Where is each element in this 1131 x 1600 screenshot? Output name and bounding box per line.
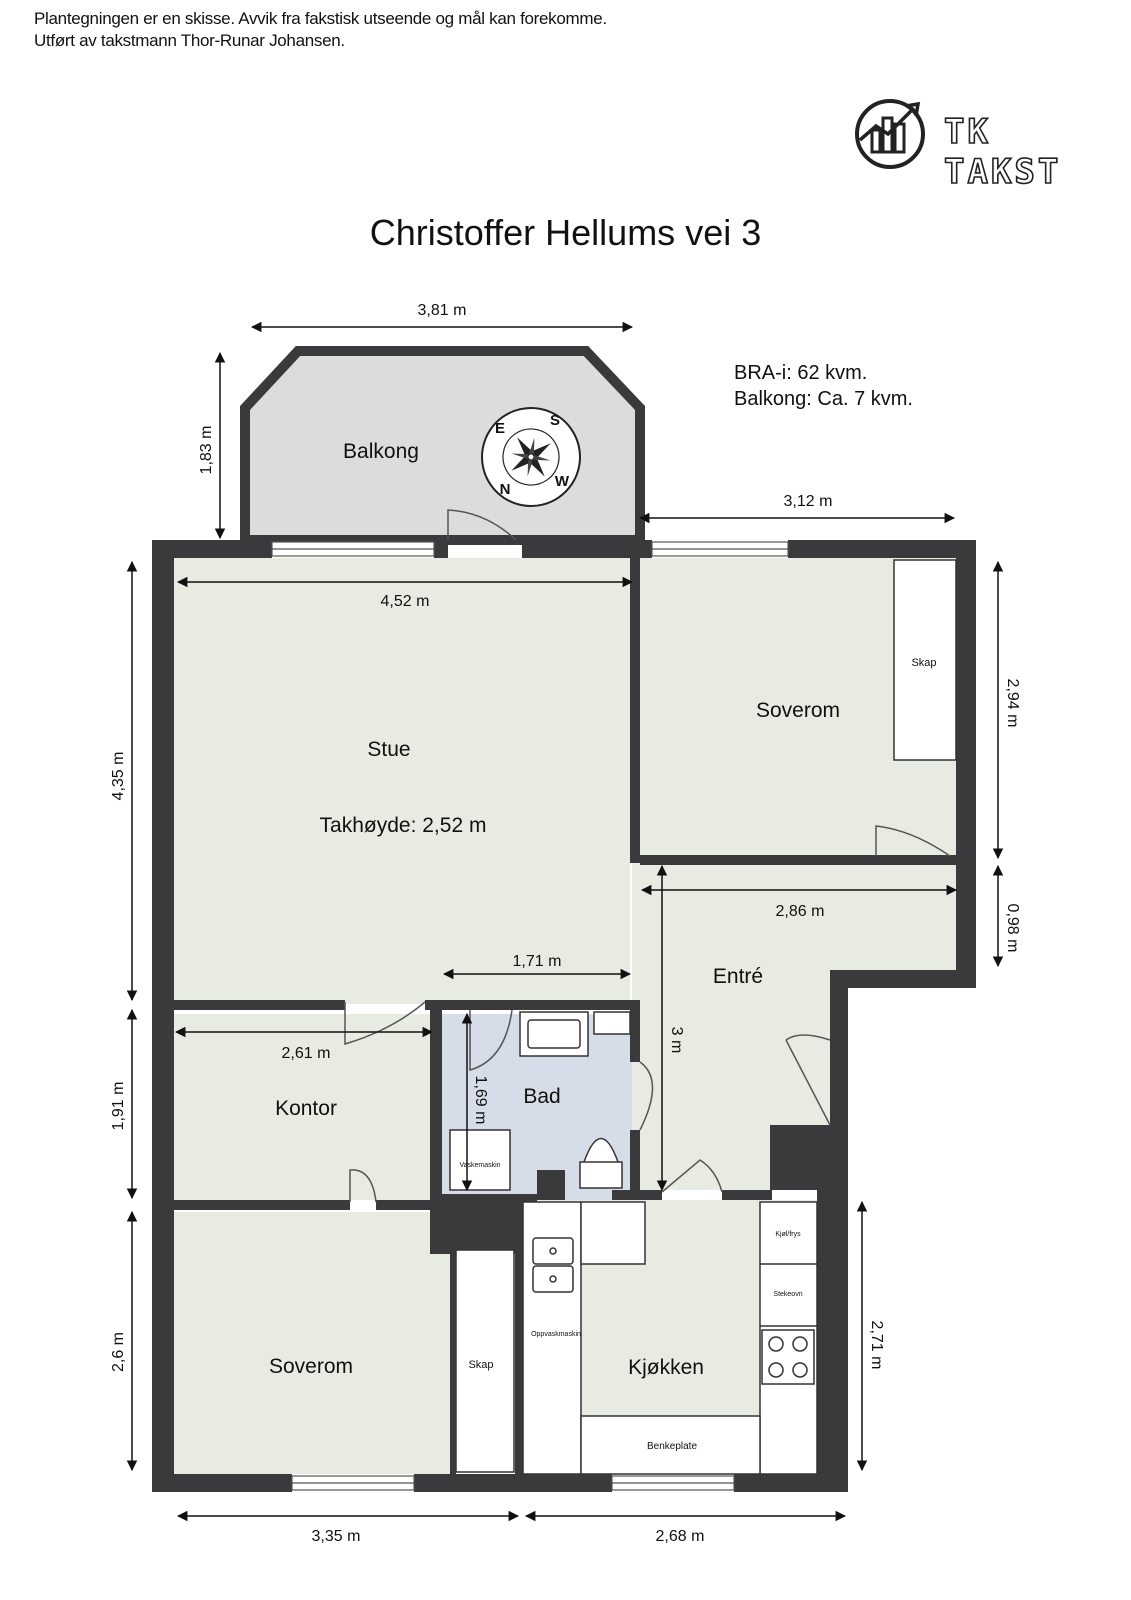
label-skap-top: Skap <box>911 657 936 669</box>
walls <box>152 540 976 1492</box>
label-oppvaskmaskin: Oppvaskmaskin <box>531 1331 581 1338</box>
floors <box>170 558 956 1474</box>
dim-entre-width: 2,86 m <box>776 903 825 920</box>
compass-w: W <box>555 473 570 490</box>
room-takhoyde: Takhøyde: 2,52 m <box>320 814 487 837</box>
wardrobe-bottom <box>455 1249 515 1473</box>
dim-kontor-width: 2,61 m <box>282 1045 331 1062</box>
room-kjokken: Kjøkken <box>628 1356 704 1379</box>
page-title: Christoffer Hellums vei 3 <box>369 212 762 253</box>
dim-bottom-right-width: 2,68 m <box>656 1528 705 1545</box>
fixture-labels: Skap Vaskemaskin Skap Kjøl/frys Stekeovn… <box>459 657 936 1452</box>
room-kontor: Kontor <box>275 1097 337 1120</box>
label-benkeplate: Benkeplate <box>647 1441 697 1452</box>
room-soverom-bottom: Soverom <box>269 1355 353 1378</box>
compass-e: E <box>495 420 505 437</box>
disclaimer-line-1: Plantegningen er en skisse. Avvik fra fa… <box>34 9 607 28</box>
area-summary: BRA-i: 62 kvm. Balkong: Ca. 7 kvm. <box>734 360 913 412</box>
dim-bedroom-top-height: 2,94 m <box>1004 679 1021 728</box>
room-entre: Entré <box>713 965 763 988</box>
dim-balcony-depth: 1,83 m <box>198 426 215 475</box>
bra-area: BRA-i: 62 kvm. <box>734 362 868 384</box>
label-vaskemaskin: Vaskemaskin <box>459 1162 500 1169</box>
logo-text: TK TAKST <box>943 111 1062 193</box>
disclaimer-line-2: Utført av takstmann Thor-Runar Johansen. <box>34 31 345 50</box>
dim-balcony-width: 3,81 m <box>418 302 467 319</box>
compass-n: N <box>500 481 511 498</box>
room-bad: Bad <box>523 1085 560 1108</box>
room-stue: Stue <box>367 738 410 761</box>
dim-bad-width: 1,71 m <box>513 953 562 970</box>
dimension-lines <box>126 321 1004 1522</box>
compass-s: S <box>550 412 560 429</box>
balcony-area: Balkong: Ca. 7 kvm. <box>734 388 913 410</box>
dim-kitchen-height: 2,71 m <box>868 1321 885 1370</box>
buildings-chart-icon <box>855 99 925 169</box>
dim-bad-height: 1,69 m <box>472 1076 489 1125</box>
dim-stue-width: 4,52 m <box>381 593 430 610</box>
dim-entre-offset: 0,98 m <box>1004 904 1021 953</box>
furniture <box>449 559 957 1475</box>
dim-bedroom-top-width: 3,12 m <box>784 493 833 510</box>
dim-bedroom-bottom-height: 2,6 m <box>110 1332 127 1372</box>
toilet <box>579 1138 623 1189</box>
windows <box>271 541 789 1491</box>
label-skap-bottom: Skap <box>468 1359 493 1371</box>
room-soverom-top: Soverom <box>756 699 840 722</box>
company-logo: TK TAKST <box>852 94 1122 193</box>
label-stekeovn: Stekeovn <box>773 1291 802 1298</box>
dim-bottom-left-width: 3,35 m <box>312 1528 361 1545</box>
benchtop <box>580 1415 761 1475</box>
room-labels: Balkong Stue Takhøyde: 2,52 m Soverom En… <box>269 440 840 1379</box>
dim-stue-height: 4,35 m <box>110 752 127 801</box>
dim-kontor-height: 1,91 m <box>110 1082 127 1131</box>
compass-icon <box>481 407 581 507</box>
wardrobe-top <box>893 559 957 761</box>
balcony-floor <box>240 346 645 545</box>
washing-machine <box>449 1129 511 1191</box>
label-kjolfrys: Kjøl/frys <box>775 1231 801 1238</box>
dimension-labels: 3,81 m 1,83 m 3,12 m 4,52 m 4,35 m 2,94 … <box>110 302 1021 1545</box>
dim-entre-height: 3 m <box>668 1027 685 1054</box>
compass-letters: E S N W <box>495 412 570 498</box>
room-balkong: Balkong <box>343 440 419 463</box>
disclaimer: Plantegningen er en skisse. Avvik fra fa… <box>34 8 607 52</box>
